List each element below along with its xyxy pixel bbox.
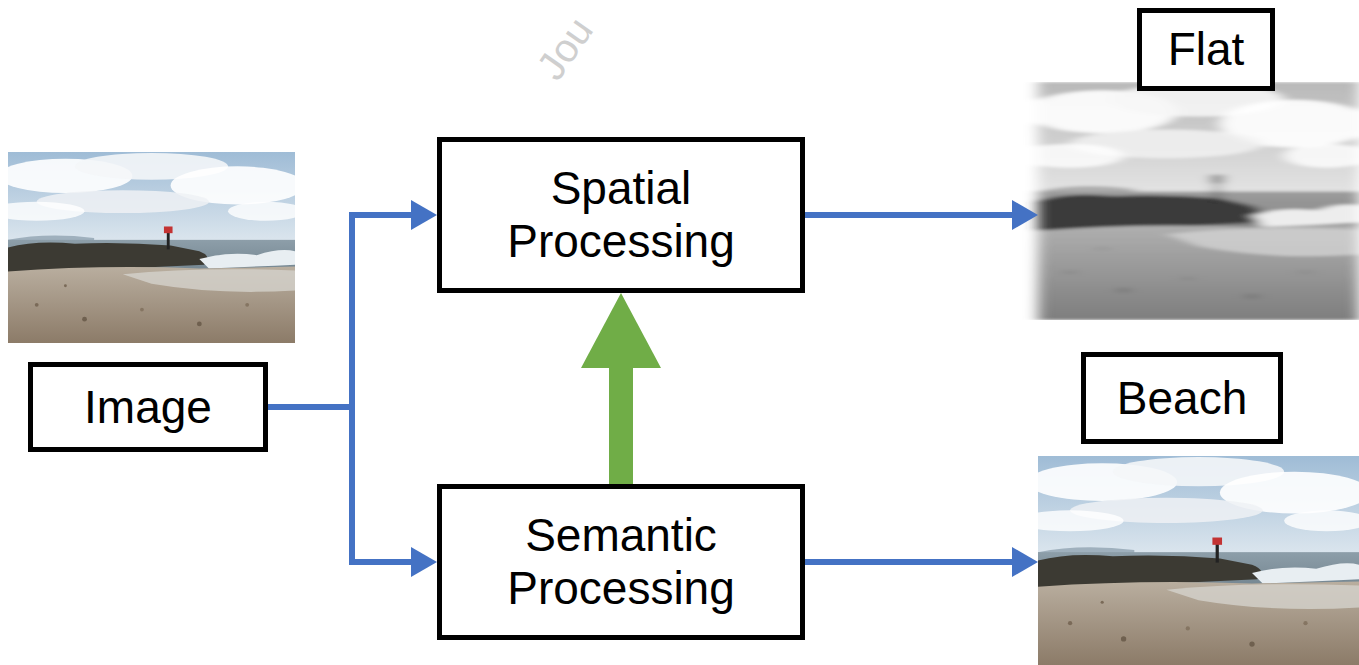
node-text: Image [84, 381, 212, 434]
connector-line [268, 407, 412, 562]
label-box: Beach [1081, 352, 1283, 444]
node-text: Flat [1168, 23, 1245, 76]
connector-line [805, 212, 1013, 218]
spatial-output-image [1017, 82, 1359, 320]
arrowhead [1012, 200, 1038, 230]
connector-line [805, 559, 1013, 565]
arrowhead [411, 200, 437, 230]
node-text: Semantic Processing [454, 509, 788, 615]
node-text: Spatial Processing [454, 162, 788, 268]
flow-arrow [268, 407, 437, 577]
label-box: Flat [1137, 8, 1275, 91]
input-photo [0, 152, 305, 343]
flow-arrow [805, 200, 1038, 230]
arrowhead [581, 293, 661, 368]
flow-arrow [805, 547, 1038, 577]
arrowhead [1012, 547, 1038, 577]
output-label: Flat [1038, 8, 1359, 320]
arrowhead [411, 547, 437, 577]
input-box: Image [28, 362, 268, 452]
output-label: Beach [1038, 352, 1359, 665]
flow-arrow [268, 200, 437, 407]
connector-line [268, 215, 412, 407]
process-box: Spatial Processing [437, 137, 805, 293]
node-text: Beach [1117, 372, 1247, 425]
watermark: Jou [528, 9, 602, 88]
connector-line [609, 367, 633, 484]
guidance-arrow [581, 293, 661, 484]
process-box: Semantic Processing [437, 484, 805, 640]
semantic-output-photo [1017, 456, 1359, 665]
